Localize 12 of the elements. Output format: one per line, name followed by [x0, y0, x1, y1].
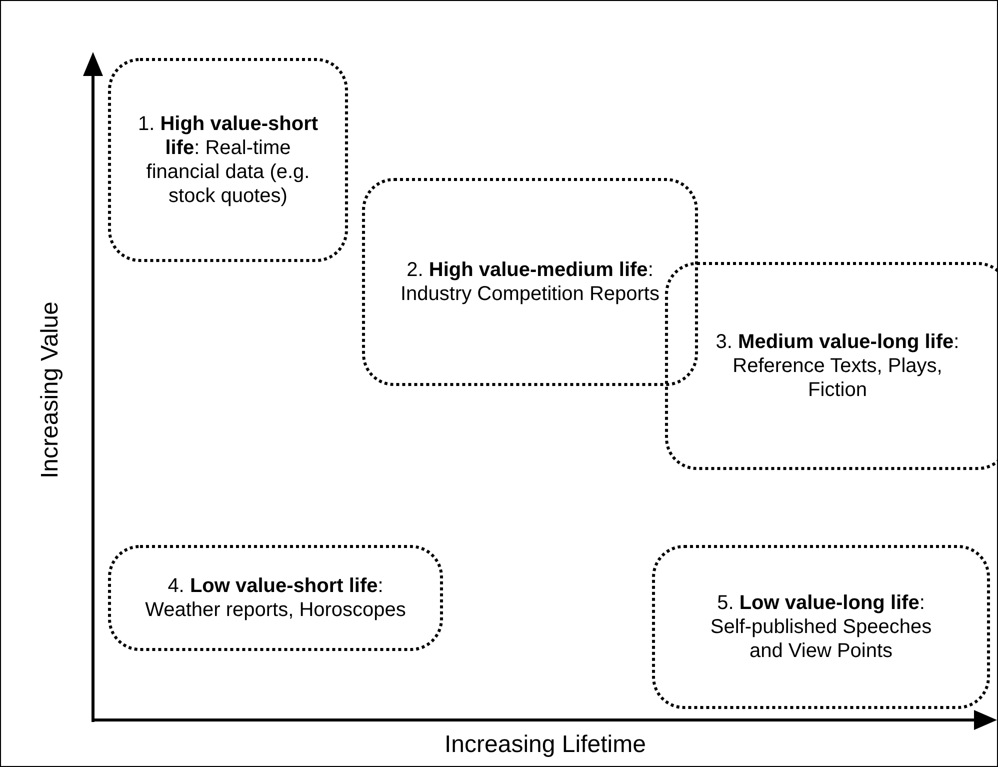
category-text: 1. High value-short life: Real-time financial data (e.g. stock quotes) [136, 112, 320, 208]
axis-label: Increasing Value [36, 302, 64, 478]
category-text: 2. High value-medium life: Industry Competition Reports [399, 258, 660, 306]
category-box [652, 545, 990, 709]
category-box [108, 545, 443, 651]
category-text: 3. Medium value-long life: Reference Texts, Plays, Fiction [714, 330, 960, 402]
category-text: 4. Low value-short life: Weather reports, Horoscopes [144, 574, 407, 622]
category-box [362, 178, 698, 386]
axis-label: Increasing Lifetime [444, 731, 646, 759]
category-box [665, 262, 998, 470]
category-box [108, 58, 348, 262]
category-text: 5. Low value-long life: Self-published Speeches and View Points [709, 591, 933, 663]
